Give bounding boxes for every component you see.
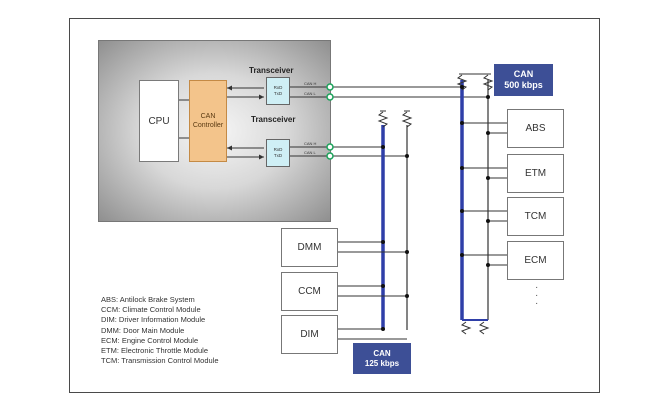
cpu-label: CPU: [148, 115, 170, 127]
can-high-speed-name: CAN: [513, 69, 534, 79]
legend-item: ECM: Engine Control Module: [101, 335, 199, 345]
module-abs: ABS: [507, 109, 564, 148]
legend-item: CCM: Climate Control Module: [101, 305, 201, 315]
can-low-speed-name: CAN: [373, 348, 391, 358]
module-ccm: CCM: [281, 272, 338, 311]
chip-tx-label: TxD: [273, 91, 283, 96]
module-dmm: DMM: [281, 228, 338, 267]
can-high-speed-rate: 500 kbps: [504, 80, 543, 90]
module-dim: DIM: [281, 315, 338, 354]
pin-can-h-top: CAN H: [304, 81, 317, 86]
can-low-speed-tag: CAN 125 kbps: [353, 343, 411, 374]
pin-can-h-bottom: CAN H: [304, 141, 317, 146]
termination-resistor: [377, 111, 389, 128]
transceiver-label-top: Transceiver: [249, 66, 294, 75]
chip-tx-label: TxD: [273, 153, 283, 158]
legend-item: DIM: Driver Information Module: [101, 315, 206, 325]
cpu-box: CPU: [139, 80, 179, 162]
abbreviation-legend: ABS: Antilock Brake System CCM: Climate …: [101, 295, 219, 366]
can-controller-label-line2: Controller: [192, 122, 224, 129]
module-tcm: TCM: [507, 197, 564, 236]
termination-resistor: [482, 74, 494, 91]
termination-resistor: [401, 111, 413, 128]
pin-can-l-bottom: CAN L: [304, 150, 316, 155]
legend-item: DMM: Door Main Module: [101, 325, 185, 335]
can-high-speed-tag: CAN 500 kbps: [494, 64, 553, 96]
pin-can-l-top: CAN L: [304, 91, 316, 96]
module-label: CCM: [298, 286, 321, 297]
more-modules-ellipsis: ···: [535, 282, 539, 309]
transceiver-label-bottom: Transceiver: [251, 115, 296, 124]
module-label: ETM: [524, 168, 547, 179]
legend-item: TCM: Transmission Control Module: [101, 356, 219, 366]
termination-resistor: [460, 321, 472, 335]
module-label: DMM: [297, 242, 322, 253]
chip-rx-label: RxD: [273, 85, 283, 90]
termination-resistor: [478, 321, 490, 335]
module-label: ABS: [525, 123, 546, 134]
termination-resistor: [456, 74, 468, 91]
module-ecm: ECM: [507, 241, 564, 280]
transceiver-chip-bottom: RxD TxD: [266, 139, 290, 167]
chip-rx-label: RxD: [273, 147, 283, 152]
can-low-speed-rate: 125 kbps: [364, 358, 400, 368]
module-label: TCM: [524, 211, 547, 222]
module-label: DIM: [300, 329, 319, 340]
can-controller-box: CAN Controller: [189, 80, 227, 162]
transceiver-chip-top: RxD TxD: [266, 77, 290, 105]
legend-item: ABS: Antilock Brake System: [101, 295, 195, 304]
legend-item: ETM: Electronic Throttle Module: [101, 346, 208, 356]
module-etm: ETM: [507, 154, 564, 193]
can-controller-label-line1: CAN: [200, 113, 216, 120]
module-label: ECM: [524, 255, 547, 266]
